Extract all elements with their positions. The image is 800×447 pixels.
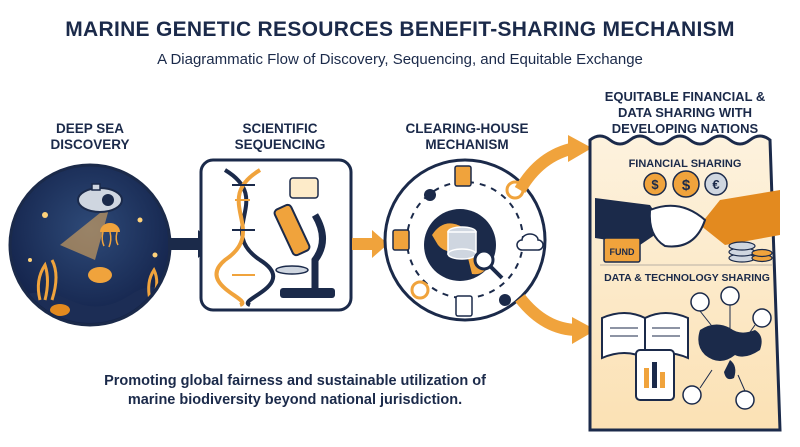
data-card-icon [289, 177, 319, 199]
fund-label: FUND [610, 247, 635, 257]
flow-arrow-2 [352, 230, 388, 258]
dollar-sign: $ [651, 177, 659, 192]
stage-label-sequencing: SCIENTIFIC SEQUENCING [210, 121, 350, 153]
stage-label-discovery: DEEP SEA DISCOVERY [20, 121, 160, 153]
data-technology-sharing-label: DATA & TECHNOLOGY SHARING [604, 272, 770, 284]
world-map-icon [698, 324, 762, 380]
document-icon [455, 295, 473, 317]
gear-icon [410, 280, 430, 300]
network-nodes [682, 286, 772, 410]
footer-line: marine biodiversity beyond national juri… [127, 392, 463, 408]
currency-coins: $ $ € [643, 170, 728, 198]
magnifier-icon [473, 249, 504, 280]
stage-label-sharing: EQUITABLE FINANCIAL & DATA SHARING WITH … [575, 89, 795, 137]
page-subtitle: A Diagrammatic Flow of Discovery, Sequen… [157, 51, 643, 68]
creature-icon [50, 304, 70, 316]
flow-arrow-up [514, 142, 577, 194]
node-icon [499, 294, 511, 306]
stage-label-line: DATA SHARING WITH [617, 105, 753, 120]
node-icon [424, 189, 436, 201]
handshake-icon [595, 190, 780, 248]
deep-sea-scene [8, 163, 172, 327]
stage-label-line: SCIENTIFIC [242, 121, 318, 136]
database-icon [447, 226, 477, 260]
page-title: MARINE GENETIC RESOURCES BENEFIT-SHARING… [65, 18, 735, 41]
arrowhead-down [572, 317, 596, 344]
sequencing-scene [199, 158, 353, 312]
fund-icon: FUND [603, 237, 641, 263]
euro-sign: € [712, 177, 719, 192]
tablet-icon [635, 349, 675, 401]
server-icon [392, 229, 410, 251]
stage-label-line: DISCOVERY [50, 137, 130, 152]
crab-icon [88, 267, 112, 283]
dollar-sign: $ [682, 177, 691, 194]
sharing-panel: $ $ € FUND [588, 134, 782, 432]
stage-label-line: CLEARING-HOUSE [405, 121, 529, 136]
stage-label-line: MECHANISM [425, 137, 509, 152]
microscope-icon [273, 203, 335, 298]
clearing-house-scene [383, 158, 547, 322]
flask-icon [720, 286, 740, 306]
server-icon [454, 165, 472, 187]
coin-stack-icon [728, 241, 773, 263]
stage-label-line: EQUITABLE FINANCIAL & [604, 89, 766, 104]
stage-label-line: DEEP SEA [55, 121, 125, 136]
jellyfish-icon [100, 223, 120, 248]
financial-sharing-label: FINANCIAL SHARING [628, 158, 742, 170]
submarine-icon [77, 183, 123, 213]
flow-arrow-down [515, 294, 579, 336]
stage-label-clearing-house: CLEARING-HOUSE MECHANISM [392, 121, 542, 153]
footer-message: Promoting global fairness and sustainabl… [95, 372, 495, 410]
chart-icon [682, 385, 702, 405]
dna-helix-icon [214, 168, 276, 307]
graduation-cap-icon [690, 292, 710, 312]
arrowhead-up [568, 135, 592, 162]
dna-icon [752, 308, 772, 328]
footer-line: Promoting global fairness and sustainabl… [104, 373, 486, 389]
stage-label-line: SEQUENCING [234, 137, 326, 152]
stage-label-line: DEVELOPING NATIONS [611, 121, 759, 136]
microscope-icon [735, 390, 755, 410]
cloud-icon [516, 233, 544, 251]
